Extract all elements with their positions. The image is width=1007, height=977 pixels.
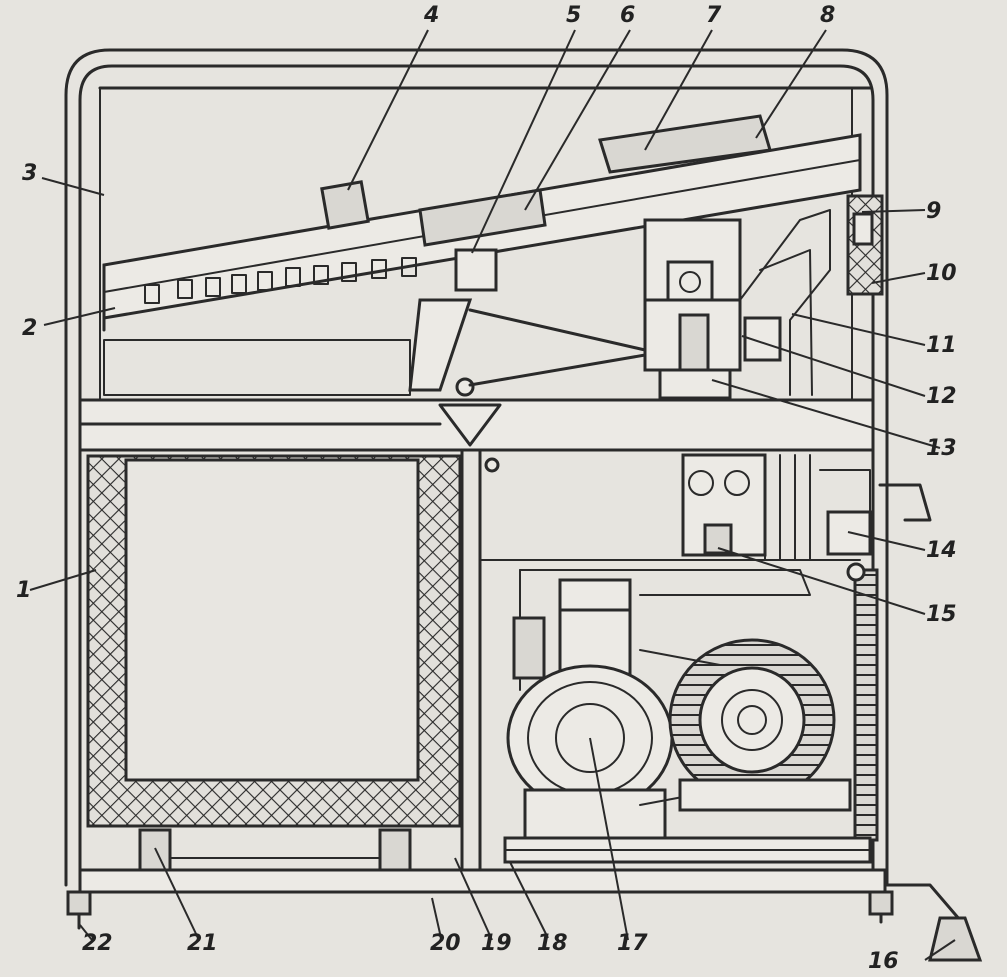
insulated-chamber	[86, 454, 462, 872]
callout-6: 6	[620, 3, 635, 28]
callout-2: 2	[22, 316, 37, 341]
callout-21: 21	[187, 931, 218, 956]
callout-10: 10	[926, 261, 957, 286]
callout-13: 13	[926, 436, 957, 461]
callout-22: 22	[82, 931, 113, 956]
callout-11: 11	[926, 333, 957, 358]
electric-motor	[639, 638, 852, 812]
upper-tray	[102, 114, 862, 396]
compressor-base	[503, 836, 872, 864]
callout-18: 18	[537, 931, 568, 956]
control-box	[681, 453, 932, 561]
callout-3: 3	[22, 161, 37, 186]
vertical-duct	[438, 377, 861, 872]
callout-7: 7	[706, 3, 722, 28]
callout-20: 20	[430, 931, 461, 956]
callout-4: 4	[423, 3, 439, 28]
condenser-coil	[846, 562, 879, 842]
base-frame	[66, 868, 894, 930]
callout-9: 9	[926, 199, 941, 224]
remote-unit	[883, 883, 983, 962]
callout-15: 15	[926, 602, 957, 627]
callout-8: 8	[820, 3, 835, 28]
callout-16: 16	[868, 949, 899, 974]
callout-14: 14	[926, 538, 957, 563]
leader-lines	[29, 29, 956, 961]
cell-row	[144, 257, 417, 304]
partition-shelf	[78, 398, 875, 452]
callout-17: 17	[617, 931, 648, 956]
callout-1: 1	[16, 578, 31, 603]
callout-12: 12	[926, 384, 957, 409]
callout-5: 5	[566, 3, 581, 28]
valve-mechanism	[468, 209, 831, 400]
callout-labels: 1 2 3 4 5 6 7 8 9 10 11 12 13 14 15 16 1…	[16, 3, 957, 974]
callout-19: 19	[481, 931, 512, 956]
